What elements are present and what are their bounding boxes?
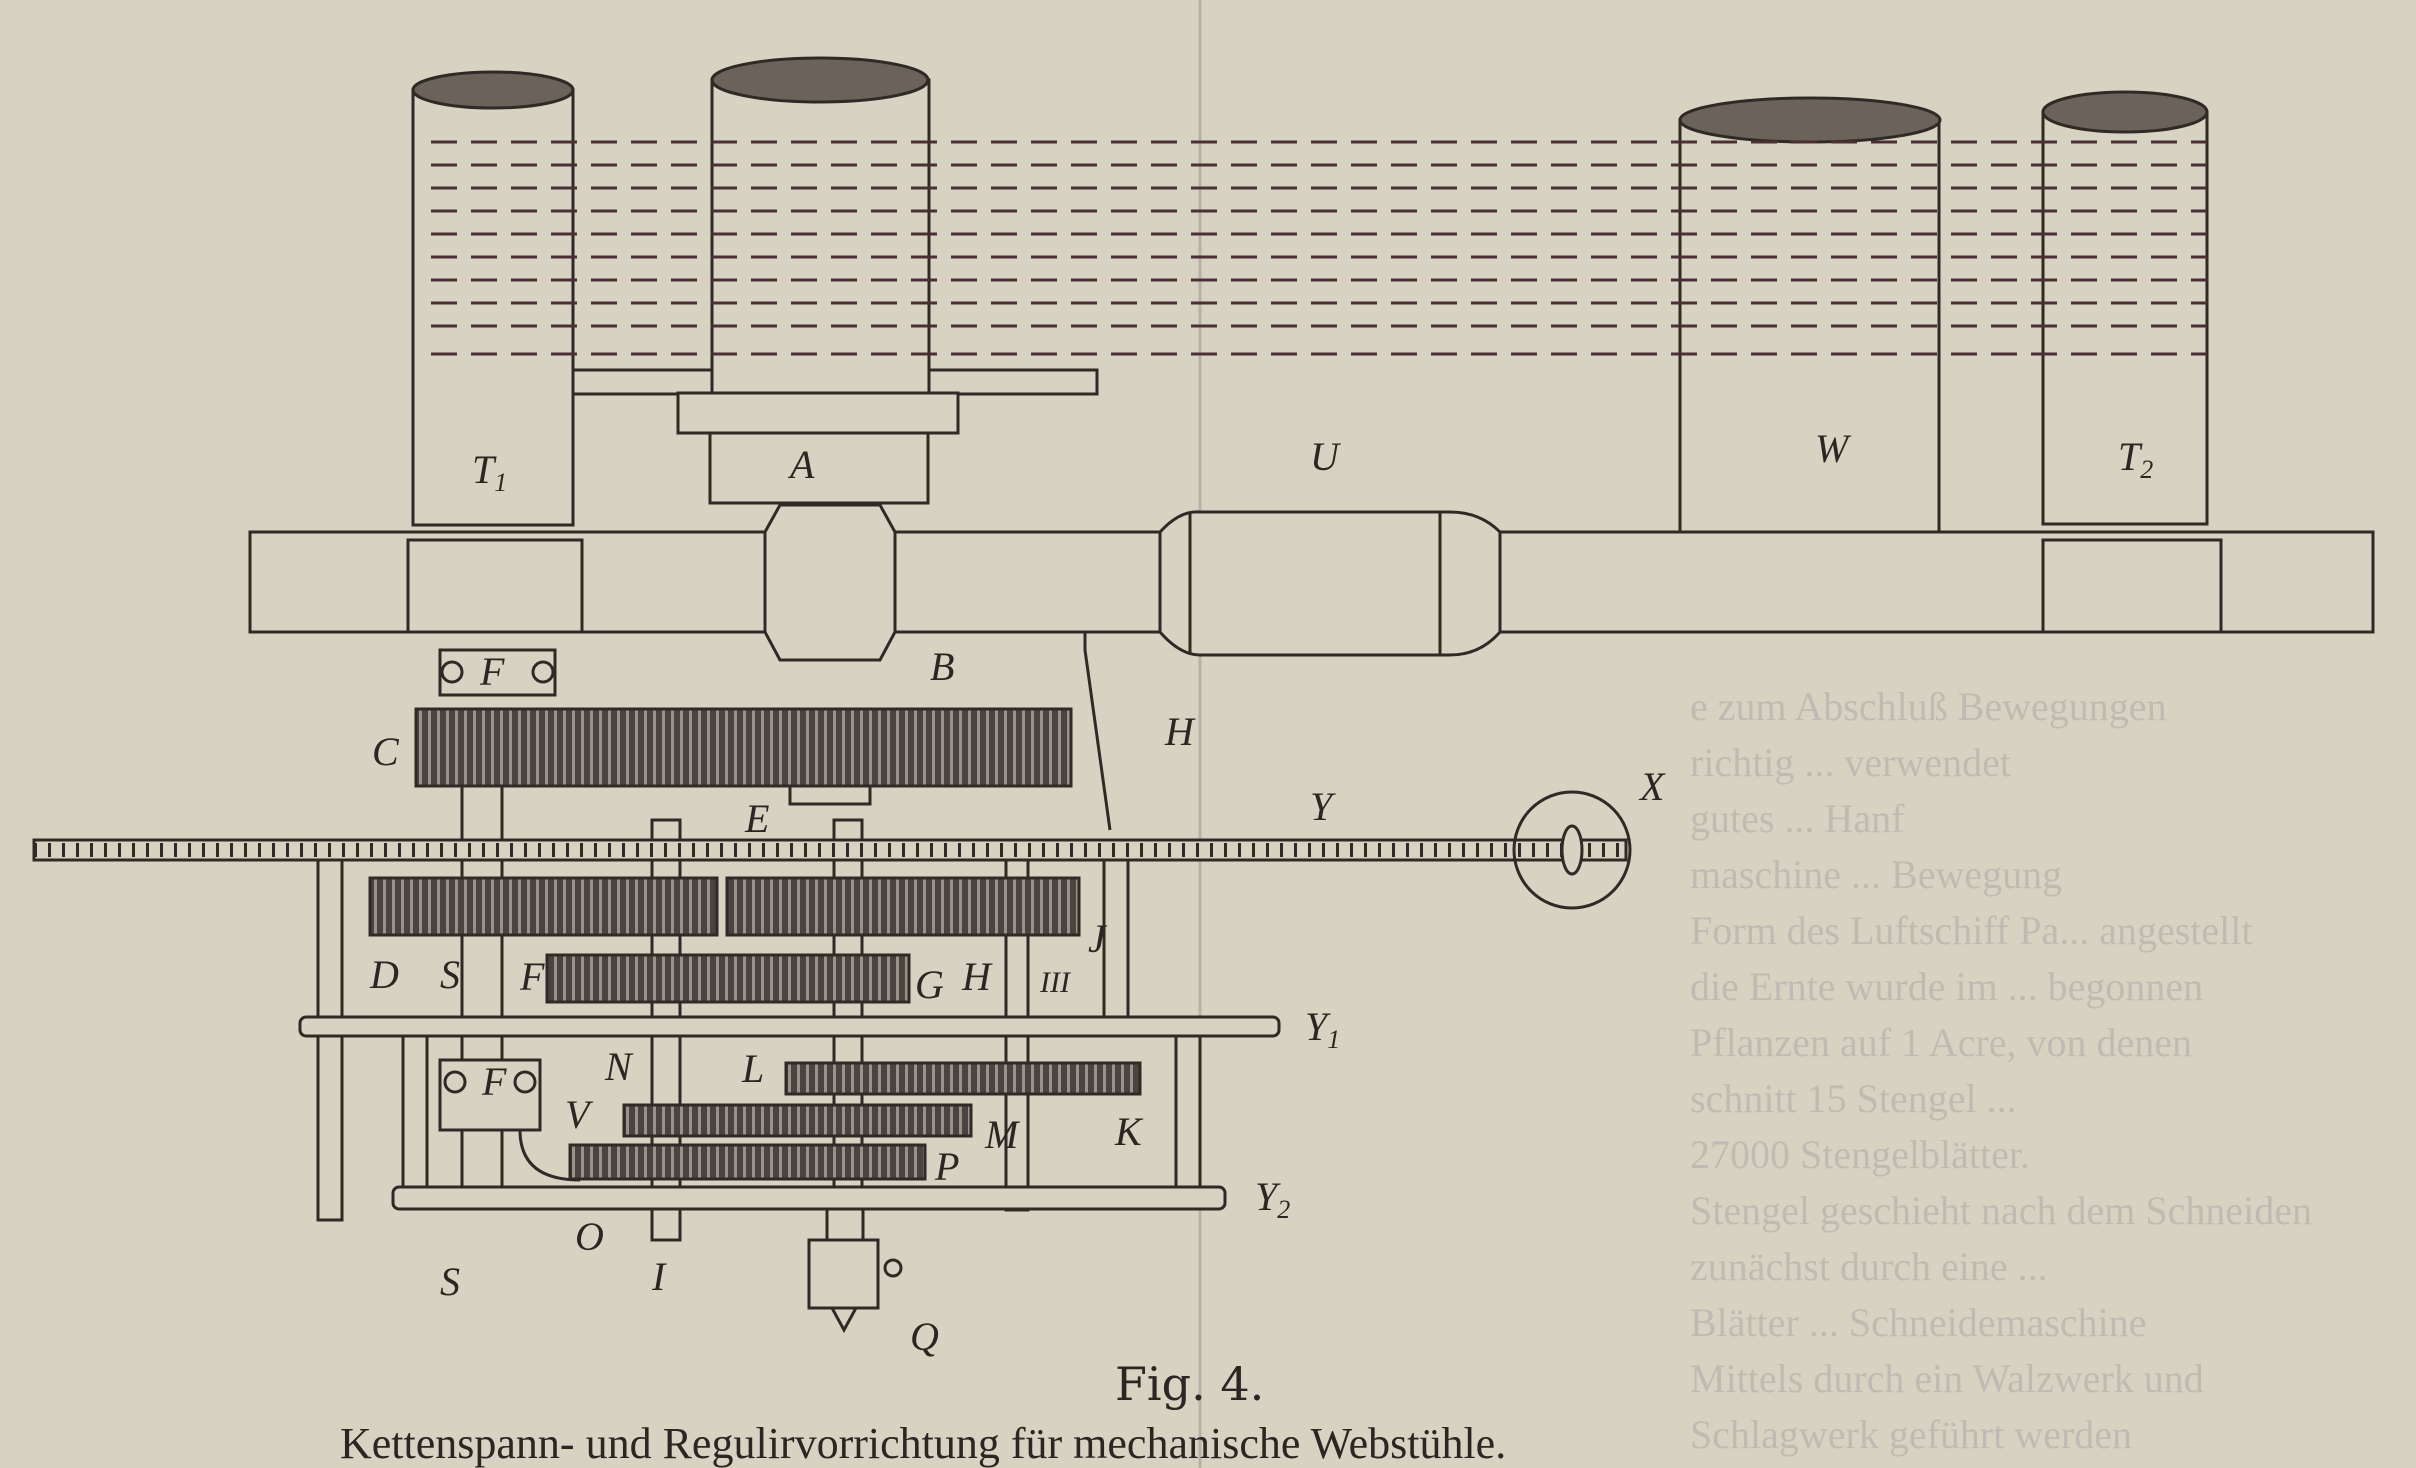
label-I: I <box>651 1254 667 1299</box>
label-S-mid: S <box>440 952 460 997</box>
label-Y: Y <box>1310 784 1336 829</box>
gear-F-G <box>545 953 911 1004</box>
label-III: III <box>1039 966 1072 999</box>
ghost-line: zunächst durch eine ... <box>1690 1244 2048 1289</box>
bracket-F-low <box>438 1058 581 1182</box>
roller-A-base <box>676 391 960 435</box>
label-U: U <box>1310 434 1342 479</box>
gear-D <box>368 876 719 937</box>
ghost-line: Form des Luftschiff Pa... angestellt <box>1690 908 2253 953</box>
label-D: D <box>369 952 399 997</box>
roller-T2 <box>2041 90 2209 526</box>
show-through-text: e zum Abschluß Bewegungen richtig ... ve… <box>1198 0 2312 1468</box>
center-hub <box>763 503 897 662</box>
ghost-line: schnitt 15 Stengel ... <box>1690 1076 2017 1121</box>
ghost-line: die Ernte wurde im ... begonnen <box>1690 964 2203 1009</box>
ghost-line: Blätter ... Schneidemaschine <box>1690 1300 2147 1345</box>
roller-A <box>710 56 931 395</box>
ghost-line: gutes ... Hanf <box>1690 796 1905 841</box>
gear-O-P <box>568 1143 927 1181</box>
figure-caption: Fig. 4. <box>1115 1357 1264 1411</box>
gear-N-M <box>622 1103 973 1138</box>
figure-subtitle: Kettenspann- und Regulirvorrichtung für … <box>340 1419 1506 1468</box>
part-labels: T1 A U W T2 F B C H Y X E D S F G H III … <box>369 426 2153 1359</box>
bracket-F-top <box>438 648 557 697</box>
ghost-line: richtig ... verwendet <box>1690 740 2011 785</box>
rod-H <box>1083 632 1112 831</box>
adjuster-Q[interactable] <box>807 1207 903 1334</box>
ghost-line: Stengel geschieht nach dem Schneiden <box>1690 1188 2312 1233</box>
gear-L-K <box>784 1061 1142 1096</box>
label-O: O <box>575 1214 604 1259</box>
label-E: E <box>744 796 769 841</box>
main-beam <box>248 503 2375 662</box>
label-L: L <box>741 1046 764 1091</box>
gear-H <box>725 876 1081 937</box>
roller-A-hub <box>708 431 930 505</box>
label-F-low: F <box>481 1059 507 1104</box>
collar-T1 <box>406 538 584 634</box>
label-H: H <box>961 954 993 999</box>
collar-T2 <box>2041 538 2223 634</box>
label-T1: T1 <box>472 447 507 497</box>
roller-W <box>1678 96 1942 534</box>
label-B: B <box>930 644 954 689</box>
ghost-line: Schlagwerk geführt werden <box>1690 1412 2132 1457</box>
label-F: F <box>519 954 545 999</box>
ghost-line: maschine ... Bewegung <box>1690 852 2062 897</box>
label-H-rod: H <box>1164 709 1196 754</box>
ghost-line: Mittels durch ein Walzwerk und <box>1690 1356 2204 1401</box>
roller-T1 <box>411 70 575 527</box>
label-A: A <box>787 442 815 487</box>
label-G: G <box>915 962 944 1007</box>
handwheel-X[interactable] <box>1512 790 1632 910</box>
warp-threads <box>431 140 2207 356</box>
ghost-line: e zum Abschluß Bewegungen <box>1690 684 2167 729</box>
label-F-top: F <box>479 649 505 694</box>
label-J: J <box>1088 916 1108 961</box>
label-V: V <box>565 1092 594 1137</box>
plate-Y1 <box>298 1015 1281 1038</box>
label-K: K <box>1114 1109 1144 1154</box>
gear-B-C <box>414 707 1073 788</box>
label-S-low: S <box>440 1259 460 1304</box>
label-Y2: Y2 <box>1255 1174 1290 1224</box>
label-C: C <box>372 729 400 774</box>
label-M: M <box>984 1112 1021 1157</box>
ghost-line: 27000 Stengelblätter. <box>1690 1132 2030 1177</box>
label-W: W <box>1815 426 1852 471</box>
label-Y1: Y1 <box>1305 1004 1340 1054</box>
label-P: P <box>934 1144 959 1189</box>
rack-Y[interactable] <box>32 838 1628 862</box>
ghost-line: Pflanzen auf 1 Acre, von denen <box>1690 1020 2192 1065</box>
label-Q: Q <box>910 1314 939 1359</box>
label-N: N <box>604 1044 634 1089</box>
label-X: X <box>1638 764 1666 809</box>
plate-Y2 <box>391 1185 1227 1211</box>
label-T2: T2 <box>2118 434 2153 484</box>
gear-B-hub <box>788 784 872 806</box>
